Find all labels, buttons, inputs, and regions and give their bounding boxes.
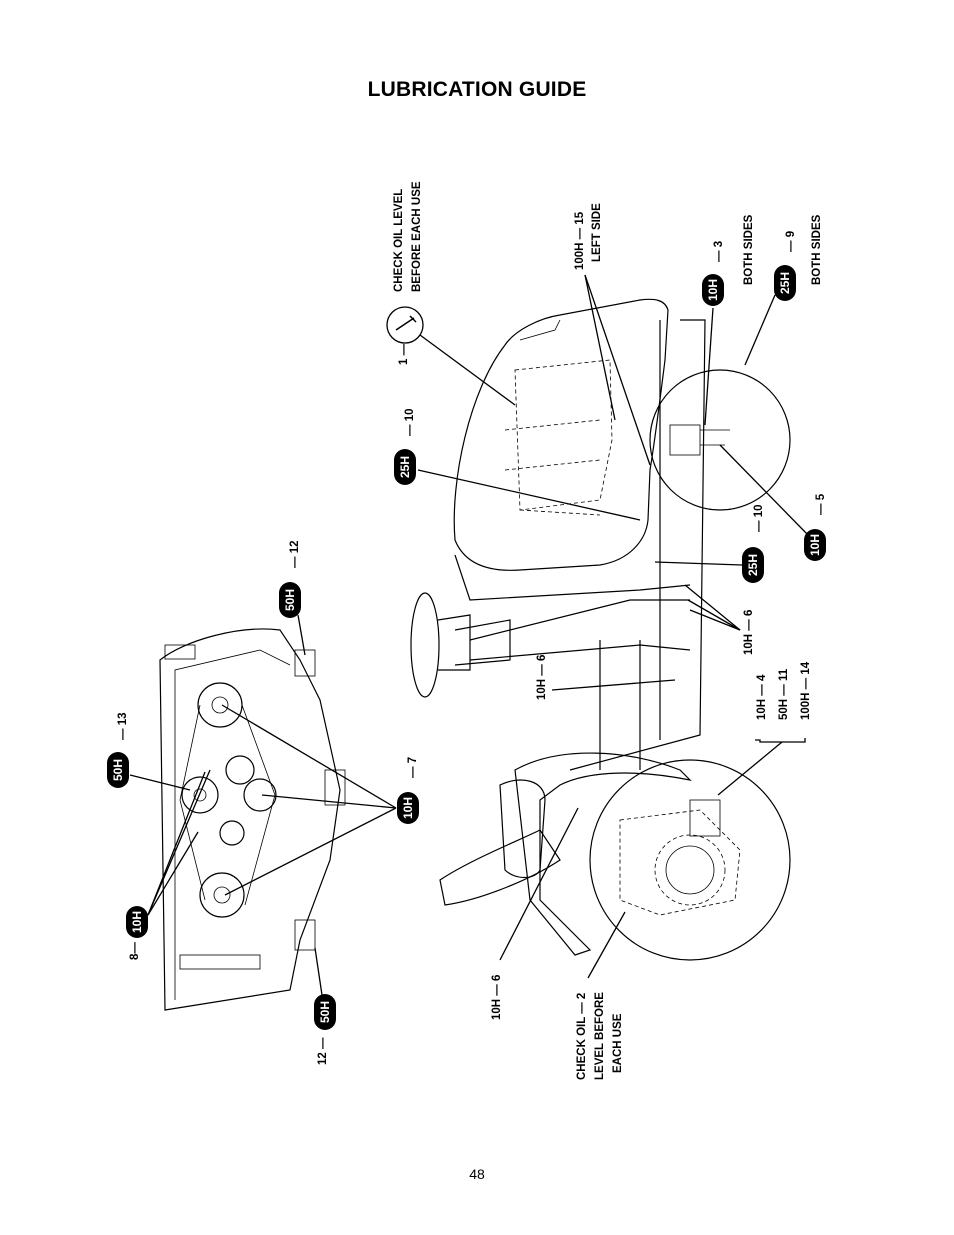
badge-10h-5: 10H bbox=[804, 529, 826, 561]
badge-50h-12-bottom: 50H bbox=[314, 994, 336, 1030]
label-c1-line1: CHECK OIL LEVEL bbox=[393, 189, 405, 292]
badge-10h-7: 10H bbox=[397, 792, 419, 824]
badge-50h-13: 50H bbox=[107, 752, 129, 788]
badge-25h-9: 25H bbox=[774, 265, 796, 301]
label-c9-note: BOTH SIDES bbox=[811, 214, 823, 285]
svg-text:50H: 50H bbox=[283, 589, 297, 611]
label-c3-suffix: — 3 bbox=[713, 241, 725, 262]
label-c15-1: 100H — 15 bbox=[574, 211, 586, 270]
label-c10a-suffix: — 10 bbox=[404, 409, 416, 437]
label-c3-note: BOTH SIDES bbox=[743, 214, 755, 285]
badge-25h-10-top: 25H bbox=[394, 449, 416, 485]
badge-10h-8: 10H bbox=[126, 906, 148, 938]
label-c2-line1: CHECK OIL — 2 bbox=[576, 993, 588, 1080]
badge-25h-10-bottom: 25H bbox=[742, 547, 764, 583]
label-c2-line3: EACH USE bbox=[612, 1013, 624, 1073]
svg-text:25H: 25H bbox=[746, 554, 760, 576]
label-c1-num: 1 — bbox=[398, 343, 410, 365]
label-c13-suffix: — 13 bbox=[117, 713, 129, 741]
svg-text:50H: 50H bbox=[318, 1001, 332, 1023]
label-c12b-num: 12 — bbox=[317, 1037, 329, 1065]
badge-10h-3: 10H bbox=[702, 274, 724, 306]
label-c15-2: LEFT SIDE bbox=[591, 203, 603, 262]
badge-50h-12-top: 50H bbox=[279, 582, 301, 618]
oil-can-icon bbox=[386, 306, 424, 344]
tractor-illustration bbox=[410, 298, 791, 961]
label-c11: 50H — 11 bbox=[778, 668, 790, 720]
label-c5-suffix: — 5 bbox=[815, 493, 827, 515]
label-c6a: 10H — 6 bbox=[743, 610, 755, 655]
label-c6c: 10H — 6 bbox=[491, 975, 503, 1020]
svg-text:25H: 25H bbox=[778, 272, 792, 294]
label-c1-line2: BEFORE EACH USE bbox=[411, 181, 423, 292]
svg-text:50H: 50H bbox=[111, 759, 125, 781]
svg-text:10H: 10H bbox=[130, 911, 144, 933]
label-c9-suffix: — 9 bbox=[785, 231, 797, 252]
label-c7-suffix: — 7 bbox=[407, 757, 419, 778]
label-c4: 10H — 4 bbox=[756, 674, 768, 720]
label-c10b-suffix: — 10 bbox=[753, 505, 765, 533]
svg-text:10H: 10H bbox=[401, 797, 415, 819]
label-c14: 100H — 14 bbox=[800, 661, 812, 720]
page-number: 48 bbox=[469, 1166, 485, 1182]
label-c8-num: 8— bbox=[129, 942, 141, 960]
svg-text:10H: 10H bbox=[808, 534, 822, 556]
svg-text:25H: 25H bbox=[398, 456, 412, 478]
page-title: LUBRICATION GUIDE bbox=[367, 78, 587, 101]
mower-deck-illustration bbox=[159, 628, 346, 1011]
label-c6b: 10H — 6 bbox=[536, 655, 548, 700]
label-c12a-suffix: — 12 bbox=[289, 541, 301, 569]
label-c2-line2: LEVEL BEFORE bbox=[594, 992, 606, 1080]
svg-text:10H: 10H bbox=[706, 279, 720, 301]
